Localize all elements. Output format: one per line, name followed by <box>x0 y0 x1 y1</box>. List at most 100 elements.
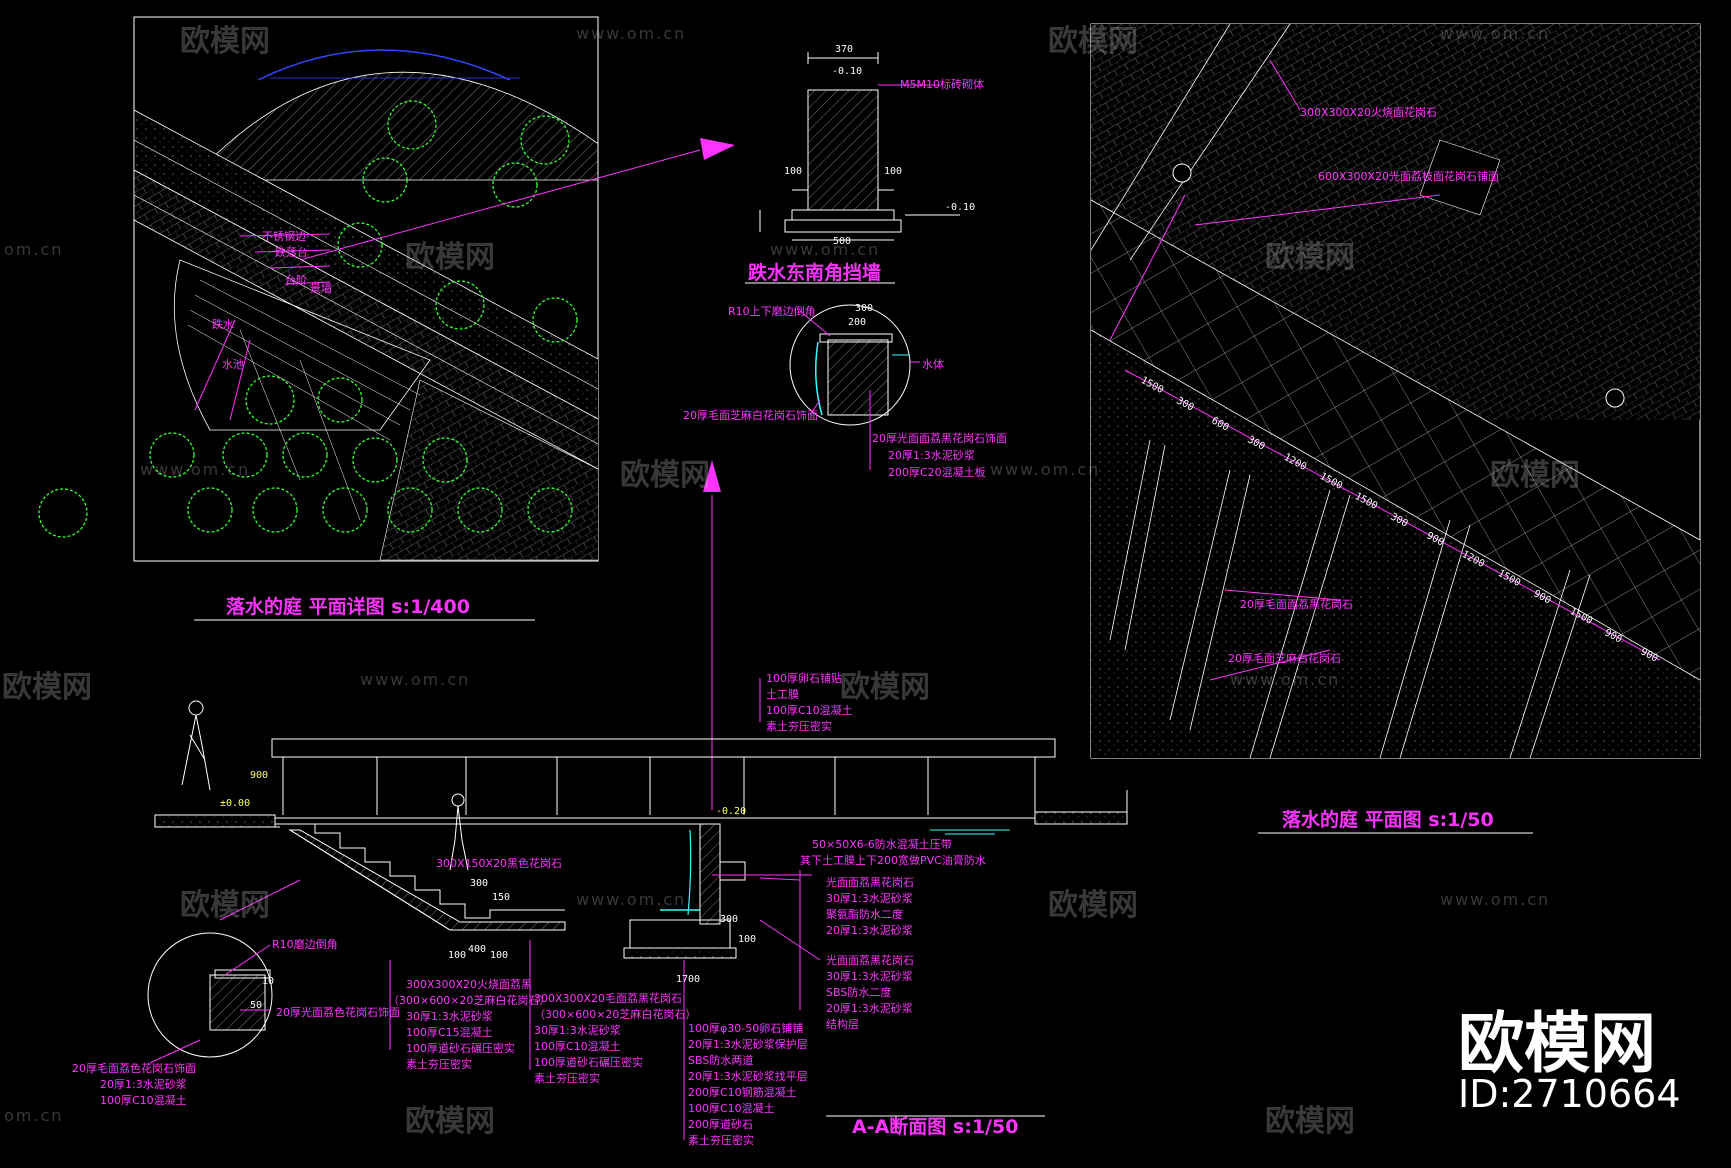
section-top-1: 100厚卵石铺贴 <box>766 672 842 685</box>
layers-b-2: （300×600×20芝麻白花岗石） <box>534 1008 697 1021</box>
watermark-url: www.om.cn <box>990 460 1101 479</box>
layers-c-2: 20厚1:3水泥砂浆保护层 <box>688 1038 808 1051</box>
watermark-cn: 欧模网 <box>620 458 710 493</box>
watermark-cn: 欧模网 <box>405 240 495 275</box>
layers-b-6: 素土夯压密实 <box>534 1072 600 1085</box>
coping-dim-a: 300 <box>855 303 874 314</box>
brand-id: ID:2710664 <box>1458 1072 1681 1116</box>
watermark-cn: 欧模网 <box>180 24 270 59</box>
pool-dim-100: 100 <box>738 934 757 945</box>
layers-c-6: 100厚C10混凝土 <box>688 1102 775 1115</box>
reference-arrow <box>299 138 735 261</box>
layers-a-1: 300X300X20火烧面荔黑 <box>406 978 533 991</box>
coping-layer-1: 20厚光面面荔黑花岗石饰面 <box>872 432 1007 445</box>
coping-water-note: 水体 <box>922 358 944 371</box>
plan-title: 落水的庭 平面图 s:1/50 <box>1282 809 1494 831</box>
section-top-2: 土工膜 <box>766 688 799 701</box>
layers-a-4: 100厚C15混凝土 <box>406 1026 493 1039</box>
coping-layer-3: 200厚C20混凝土板 <box>888 466 986 479</box>
base-dim-400: 400 <box>468 944 487 955</box>
layers-c-7: 200厚道砂石 <box>688 1118 753 1131</box>
wall-detail-drawing <box>745 52 960 284</box>
watermark-url: www.om.cn <box>576 890 687 909</box>
watermark-url: www.om.cn <box>1230 670 1341 689</box>
section-top-4: 素土夯压密实 <box>766 720 832 733</box>
plan-note-1: 300X300X20火烧面花岗石 <box>1300 106 1438 119</box>
section-right-3: 光面面荔黑花岗石 <box>826 876 914 889</box>
watermark-cn: 欧模网 <box>1265 240 1355 275</box>
watermark-cn: 欧模网 <box>1265 1104 1355 1139</box>
wall-level-right: -0.10 <box>945 202 976 213</box>
base-dim-100a: 100 <box>448 950 467 961</box>
edge-layer-2: 20厚毛面荔色花岗石饰面 <box>72 1062 196 1075</box>
pool-dim-1700: 1700 <box>676 974 701 985</box>
person-figures <box>181 700 469 871</box>
layers-b-3: 30厚1:3水泥砂浆 <box>534 1024 621 1037</box>
layers-b-4: 100厚C10混凝土 <box>534 1040 621 1053</box>
section-title: A-A断面图 s:1/50 <box>852 1116 1019 1138</box>
layers-c-1: 100厚φ30-50卵石铺铺 <box>688 1022 804 1035</box>
watermark-cn: 欧模网 <box>1048 24 1138 59</box>
edge-layer-4: 100厚C10混凝土 <box>100 1094 187 1107</box>
plan-detail-note-f: 水池 <box>222 358 244 371</box>
base-dim-100b: 100 <box>490 950 509 961</box>
plan-drawing <box>1090 23 1701 834</box>
layers-b-5: 100厚道砂石碾压密实 <box>534 1056 643 1069</box>
watermark-cn: 欧模网 <box>1490 458 1580 493</box>
plan-detail-drawing <box>38 16 599 621</box>
watermark-url: www.om.cn <box>770 240 881 259</box>
layers-c-8: 素土夯压密实 <box>688 1134 754 1147</box>
section-right-9: SBS防水二度 <box>826 986 892 999</box>
layers-b-1: 300X300X20毛面荔黑花岗石 <box>534 992 683 1005</box>
watermark-url: www.om.cn <box>360 670 471 689</box>
layers-a-5: 100厚道砂石碾压密实 <box>406 1042 515 1055</box>
watermark-url: www.om.cn <box>1440 890 1551 909</box>
section-drawing <box>154 678 1128 1140</box>
layers-a-3: 30厚1:3水泥砂浆 <box>406 1010 493 1023</box>
layers-c-5: 200厚C10钢筋混凝土 <box>688 1086 797 1099</box>
watermark-cn: 欧模网 <box>2 670 92 705</box>
coping-layer-2: 20厚1:3水泥砂浆 <box>888 449 975 462</box>
wall-left-dim: 100 <box>784 166 803 177</box>
brand-name: 欧模网 <box>1458 1005 1656 1082</box>
section-right-7: 光面面荔黑花岗石 <box>826 954 914 967</box>
section-right-5: 聚氨酯防水二度 <box>826 908 903 921</box>
plan-note-3: 20厚毛面面荔黑花岗石 <box>1240 598 1353 611</box>
edge-dim-50: 50 <box>250 1000 263 1011</box>
tree-icons <box>149 100 578 533</box>
wall-detail-title: 跌水东南角挡墙 <box>748 262 882 284</box>
section-right-8: 30厚1:3水泥砂浆 <box>826 970 913 983</box>
wall-material-note: M5M10标砖砌体 <box>900 78 984 91</box>
section-right-6: 20厚1:3水泥砂浆 <box>826 924 913 937</box>
layers-c-3: SBS防水两道 <box>688 1054 754 1067</box>
section-right-1: 50×50X6-6防水混凝土压带 <box>812 838 952 851</box>
section-top-3: 100厚C10混凝土 <box>766 704 853 717</box>
section-right-2: 其下土工膜上下200宽做PVC油膏防水 <box>800 854 986 867</box>
edge-dim-10: 10 <box>262 976 275 987</box>
plan-detail-note-b: 跌落台 <box>275 246 308 259</box>
layers-a-2: （300×600×20芝麻白花岗石） <box>388 994 551 1007</box>
watermark-cn: 欧模网 <box>1048 888 1138 923</box>
edge-detail-circle <box>147 932 273 1064</box>
step-note: 300X150X20黑色花岗石 <box>436 857 563 870</box>
step-dim-150: 150 <box>492 892 511 903</box>
coping-r10-note: R10上下磨边倒角 <box>728 305 816 318</box>
watermark-cn: 欧模网 <box>180 888 270 923</box>
height-900: 900 <box>250 770 269 781</box>
watermark-url: www.om.cn <box>140 460 251 479</box>
watermark-url: www.om.cn <box>1440 24 1551 43</box>
section-right-11: 结构层 <box>826 1018 859 1031</box>
watermark-cn: 欧模网 <box>840 670 930 705</box>
layers-a-6: 素土夯压密实 <box>406 1058 472 1071</box>
plan-note-2: 600X300X20光面荔枝面花岗石铺面 <box>1318 170 1500 183</box>
coping-dim-b: 200 <box>848 317 867 328</box>
level-zero: ±0.00 <box>220 798 251 809</box>
step-dim-300: 300 <box>470 878 489 889</box>
coping-detail-circle <box>789 304 920 470</box>
wall-right-dim: 100 <box>884 166 903 177</box>
plan-detail-note-d: 景墙 <box>310 282 332 295</box>
plan-detail-note-e: 跌水 <box>212 318 234 331</box>
watermark-url: om.cn <box>4 1106 64 1125</box>
plan-detail-title: 落水的庭 平面详图 s:1/400 <box>226 596 470 618</box>
